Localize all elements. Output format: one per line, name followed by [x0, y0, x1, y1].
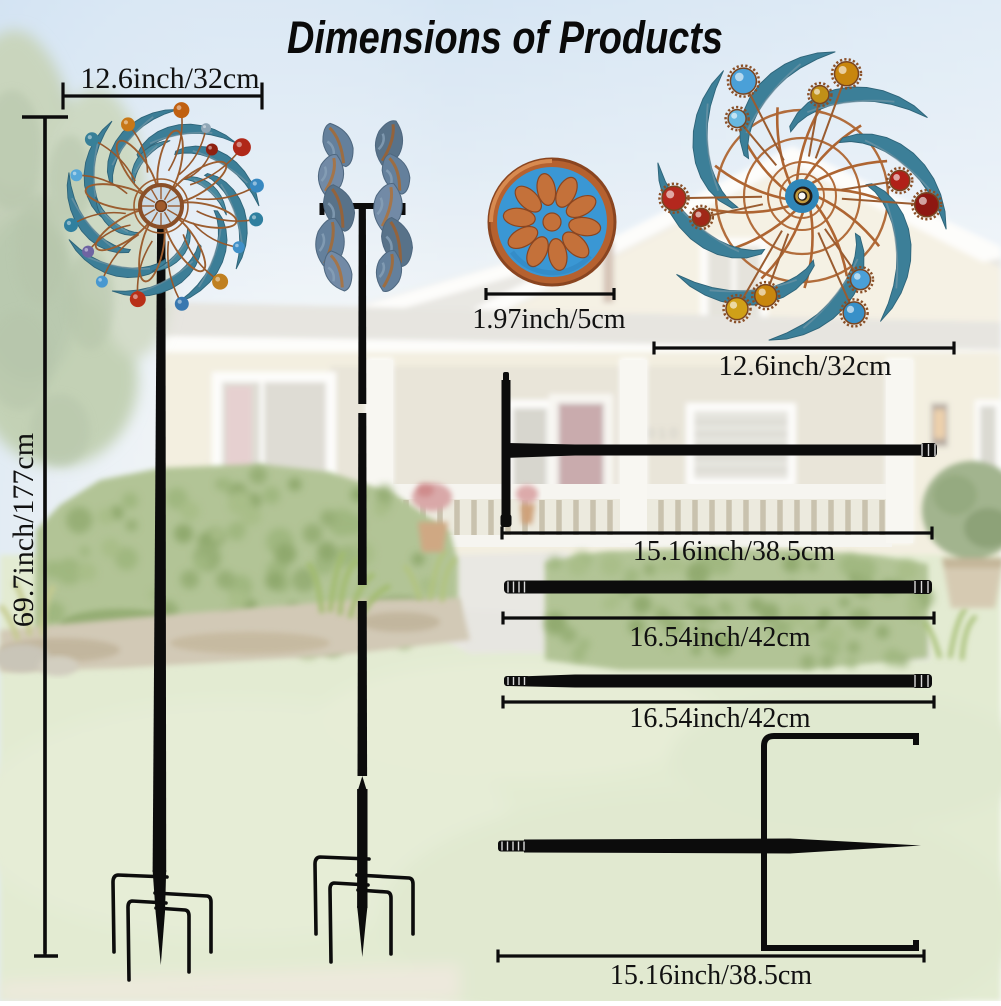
svg-text:69.7inch/177cm: 69.7inch/177cm — [7, 433, 40, 627]
svg-text:16.54inch/42cm: 16.54inch/42cm — [629, 622, 810, 653]
svg-text:15.16inch/38.5cm: 15.16inch/38.5cm — [610, 960, 812, 991]
svg-text:12.6inch/32cm: 12.6inch/32cm — [80, 62, 259, 95]
svg-text:12.6inch/32cm: 12.6inch/32cm — [718, 350, 892, 382]
svg-text:1.97inch/5cm: 1.97inch/5cm — [472, 304, 625, 335]
svg-text:Dimensions of Products: Dimensions of Products — [287, 12, 723, 63]
svg-text:15.16inch/38.5cm: 15.16inch/38.5cm — [633, 536, 835, 567]
svg-text:16.54inch/42cm: 16.54inch/42cm — [629, 703, 810, 734]
